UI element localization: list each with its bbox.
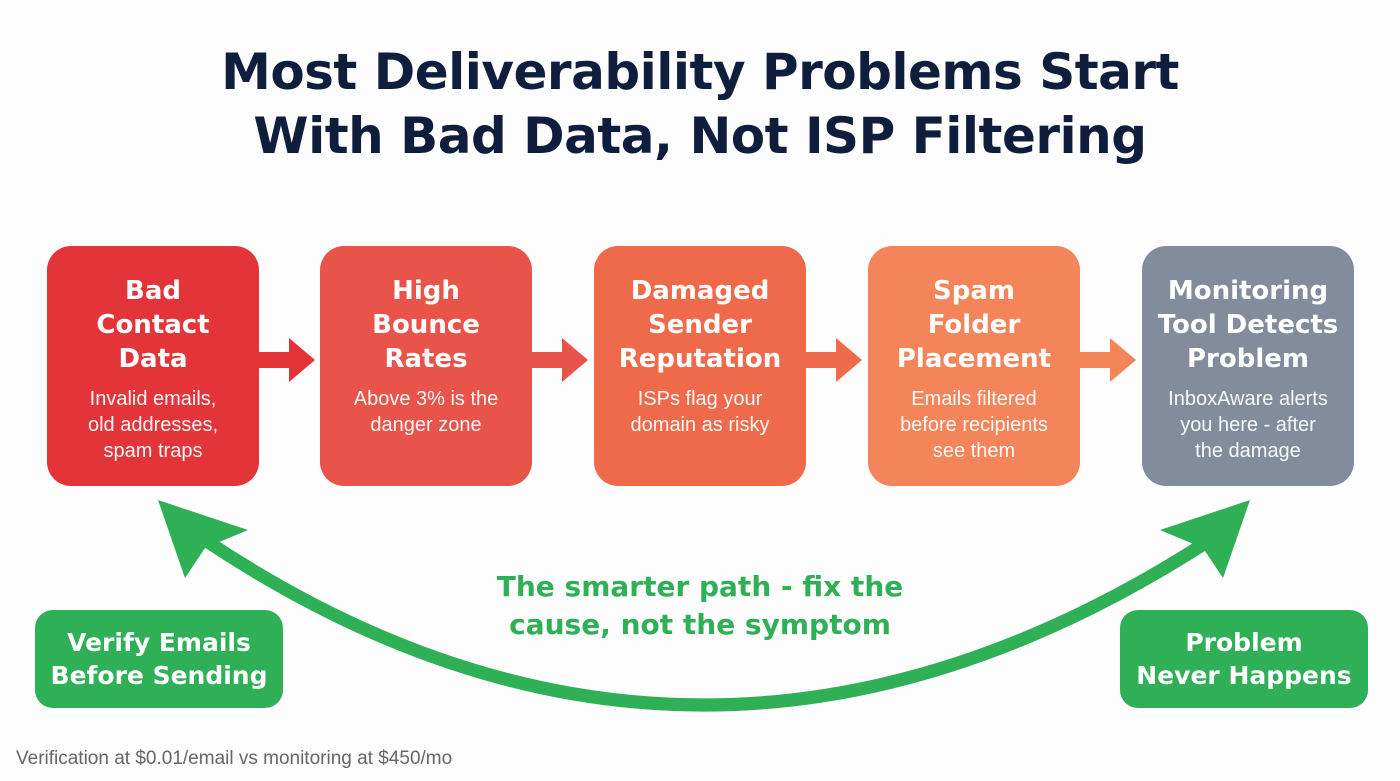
verify-emails-box: Verify Emails Before Sending: [35, 610, 283, 708]
arrow-right-icon: [1080, 338, 1136, 382]
step-description: InboxAware alerts you here - after the d…: [1168, 388, 1328, 462]
arrow-right-icon: [806, 338, 862, 382]
arrow-right-icon: [532, 338, 588, 382]
step-monitoring-tool-detects: Monitoring Tool Detects Problem InboxAwa…: [1142, 246, 1354, 486]
step-heading: Monitoring Tool Detects Problem: [1157, 276, 1339, 374]
step-heading: Spam Folder Placement: [896, 276, 1052, 374]
title-line-2: With Bad Data, Not ISP Filtering: [253, 107, 1147, 165]
step-description: Invalid emails, old addresses, spam trap…: [87, 388, 219, 462]
step-description: Above 3% is the danger zone: [353, 388, 499, 436]
step-high-bounce-rates: High Bounce Rates Above 3% is the danger…: [320, 246, 532, 486]
step-description: ISPs flag your domain as risky: [630, 388, 770, 436]
step-description: Emails filtered before recipients see th…: [900, 388, 1048, 462]
page-title: Most Deliverability Problems Start With …: [0, 40, 1400, 168]
problem-never-happens-box: Problem Never Happens: [1120, 610, 1368, 708]
arrow-right-icon: [259, 338, 315, 382]
step-damaged-sender-reputation: Damaged Sender Reputation ISPs flag your…: [594, 246, 806, 486]
step-bad-contact-data: Bad Contact Data Invalid emails, old add…: [47, 246, 259, 486]
title-line-1: Most Deliverability Problems Start: [221, 43, 1179, 101]
step-heading: Damaged Sender Reputation: [618, 276, 782, 374]
step-heading: High Bounce Rates: [372, 276, 480, 374]
cost-footnote: Verification at $0.01/email vs monitorin…: [16, 748, 453, 769]
step-spam-folder-placement: Spam Folder Placement Emails filtered be…: [868, 246, 1080, 486]
step-heading: Bad Contact Data: [96, 276, 210, 374]
smarter-path-label: The smarter path - fix the cause, not th…: [496, 570, 904, 641]
